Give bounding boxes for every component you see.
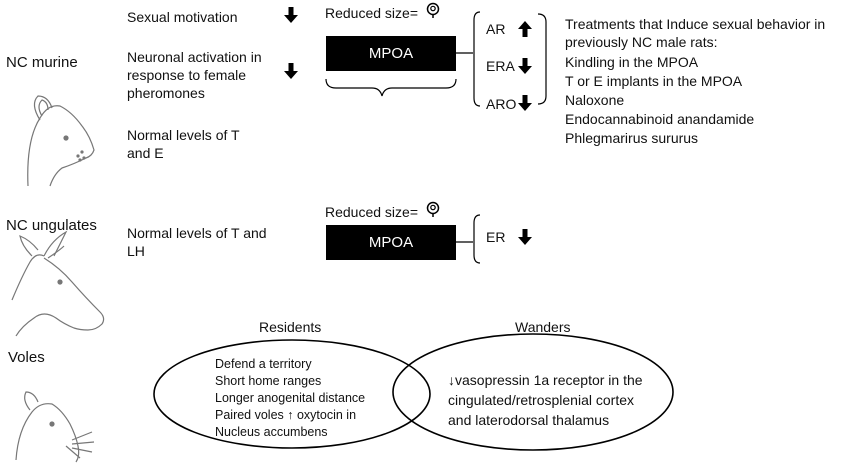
- murine-mpoa-box: MPOA: [326, 36, 456, 71]
- neuronal-activation-text: Neuronal activation in response to femal…: [127, 49, 262, 101]
- murine-group-label: NC murine: [6, 54, 78, 71]
- down-arrow-icon: [518, 229, 532, 245]
- normal-levels-murine-text: Normal levels of T and E: [127, 127, 240, 161]
- rat-illustration: [27, 95, 95, 187]
- up-arrow-icon: [518, 21, 532, 37]
- wanders-line: ↓vasopressin 1a receptor in the: [448, 372, 643, 388]
- down-arrow-icon: [518, 95, 532, 111]
- residents-line: Defend a territory: [215, 357, 312, 371]
- residents-line: Paired voles ↑ oxytocin in: [215, 408, 357, 422]
- wanders-line: cingulated/retrosplenial cortex: [448, 392, 634, 408]
- down-arrow-icon: [518, 58, 532, 74]
- vole-illustration: [15, 391, 95, 463]
- residents-title: Residents: [259, 319, 322, 335]
- wanders-title: Wanders: [515, 319, 571, 335]
- wanders-ellipse: [392, 333, 674, 451]
- treatments-title: Treatments that Induce sexual behavior i…: [565, 16, 826, 50]
- receptor-er-label: ER: [486, 229, 506, 245]
- residents-ellipse: [153, 339, 431, 449]
- down-arrow-icon: [284, 7, 298, 23]
- ungulates-group-label: NC ungulates: [6, 217, 97, 234]
- receptor-bracket: [473, 11, 481, 107]
- residents-line: Short home ranges: [215, 374, 322, 388]
- normal-levels-ungulates-text: Normal levels of T and LH: [127, 225, 267, 259]
- wanders-line: and laterodorsal thalamus: [448, 412, 610, 428]
- receptor-ar-label: AR: [486, 21, 506, 37]
- down-arrow-icon: [284, 63, 298, 79]
- treatments-bracket: [537, 13, 547, 105]
- residents-line: Nucleus accumbens: [215, 425, 328, 439]
- murine-reduced-size-label: Reduced size=: [325, 5, 419, 21]
- sexual-motivation-text: Sexual motivation: [127, 9, 238, 25]
- receptor-aro-label: ARO: [486, 96, 517, 112]
- receptor-bracket: [473, 214, 481, 264]
- ungulates-mpoa-box: MPOA: [326, 225, 456, 260]
- goat-illustration: [11, 230, 105, 337]
- ungulates-reduced-size-label: Reduced size=: [325, 204, 419, 220]
- treatment-item: Kindling in the MPOA: [565, 54, 699, 70]
- brain-icon: [426, 201, 440, 218]
- residents-line: Longer anogenital distance: [215, 391, 366, 405]
- voles-group-label: Voles: [8, 349, 45, 366]
- treatment-item: T or E implants in the MPOA: [565, 73, 743, 89]
- receptor-era-label: ERA: [486, 58, 515, 74]
- treatment-item: Naloxone: [565, 92, 625, 108]
- brain-icon: [426, 2, 440, 19]
- treatment-item: Endocannabinoid anandamide: [565, 111, 755, 127]
- mpoa-bottom-brace: [325, 78, 457, 97]
- treatment-item: Phlegmarirus sururus: [565, 130, 699, 146]
